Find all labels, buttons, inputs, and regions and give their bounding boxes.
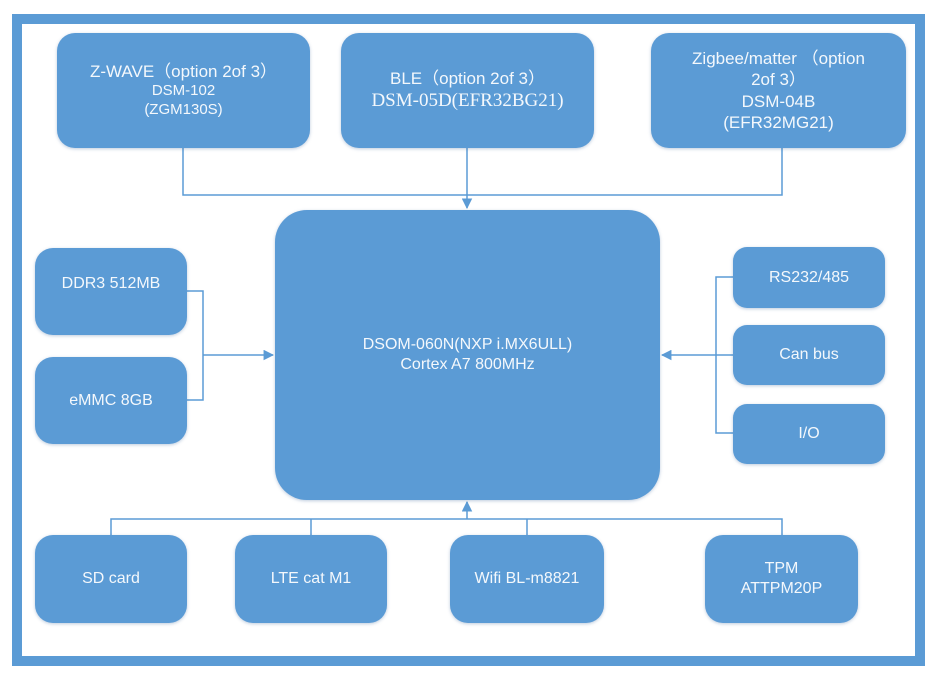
- module-rs232-label: RS232/485: [768, 268, 850, 286]
- module-sdcard: SD card: [35, 535, 187, 623]
- module-canbus-label: Can bus: [779, 346, 839, 363]
- connector-bottom-bus: [110, 500, 783, 535]
- module-ble-line-1: BLE（option 2of 3）: [390, 69, 545, 88]
- cpu-line-2: Cortex A7 800MHz: [400, 356, 535, 373]
- module-lte: LTE cat M1: [235, 535, 387, 623]
- module-io-label: I/O: [798, 425, 820, 442]
- module-ble: BLE（option 2of 3） DSM-05D(EFR32BG21): [341, 33, 594, 148]
- module-ddr3: DDR3 512MB: [35, 248, 187, 335]
- module-rs232: RS232/485: [733, 247, 885, 308]
- module-canbus: Can bus: [733, 325, 885, 385]
- connector-right-bus: [660, 276, 733, 434]
- module-tpm-line-1: TPM: [764, 560, 799, 577]
- module-zigbee-line-3: DSM-04B: [741, 91, 816, 111]
- module-zigbee: Zigbee/matter （option 2of 3） DSM-04B (EF…: [651, 33, 906, 148]
- module-ddr3-label: DDR3 512MB: [61, 274, 161, 292]
- module-zwave-line-3: (ZGM130S): [144, 101, 223, 119]
- module-zigbee-line-1: Zigbee/matter （option: [692, 49, 865, 68]
- module-zigbee-line-4: (EFR32MG21): [723, 112, 834, 132]
- connector-left-bus: [187, 290, 275, 401]
- module-lte-label: LTE cat M1: [270, 570, 352, 587]
- cpu-module: DSOM-060N(NXP i.MX6ULL) Cortex A7 800MHz: [275, 210, 660, 500]
- module-sdcard-label: SD card: [82, 570, 140, 587]
- module-ble-line-2: DSM-05D(EFR32BG21): [371, 90, 564, 112]
- module-zwave: Z-WAVE（option 2of 3） DSM-102 (ZGM130S): [57, 33, 310, 148]
- module-zwave-line-1: Z-WAVE（option 2of 3）: [89, 62, 278, 82]
- module-tpm: TPM ATTPM20P: [705, 535, 858, 623]
- module-tpm-line-2: ATTPM20P: [740, 580, 823, 597]
- module-wifi-label: Wifi BL-m8821: [474, 570, 580, 587]
- module-zigbee-line-2: 2of 3）: [751, 70, 806, 90]
- module-io: I/O: [733, 404, 885, 464]
- connector-top-bus: [182, 148, 783, 210]
- module-wifi: Wifi BL-m8821: [450, 535, 604, 623]
- module-zwave-line-2: DSM-102: [151, 82, 216, 100]
- module-emmc-label: eMMC 8GB: [69, 391, 153, 409]
- module-emmc: eMMC 8GB: [35, 357, 187, 444]
- cpu-line-1: DSOM-060N(NXP i.MX6ULL): [362, 336, 573, 353]
